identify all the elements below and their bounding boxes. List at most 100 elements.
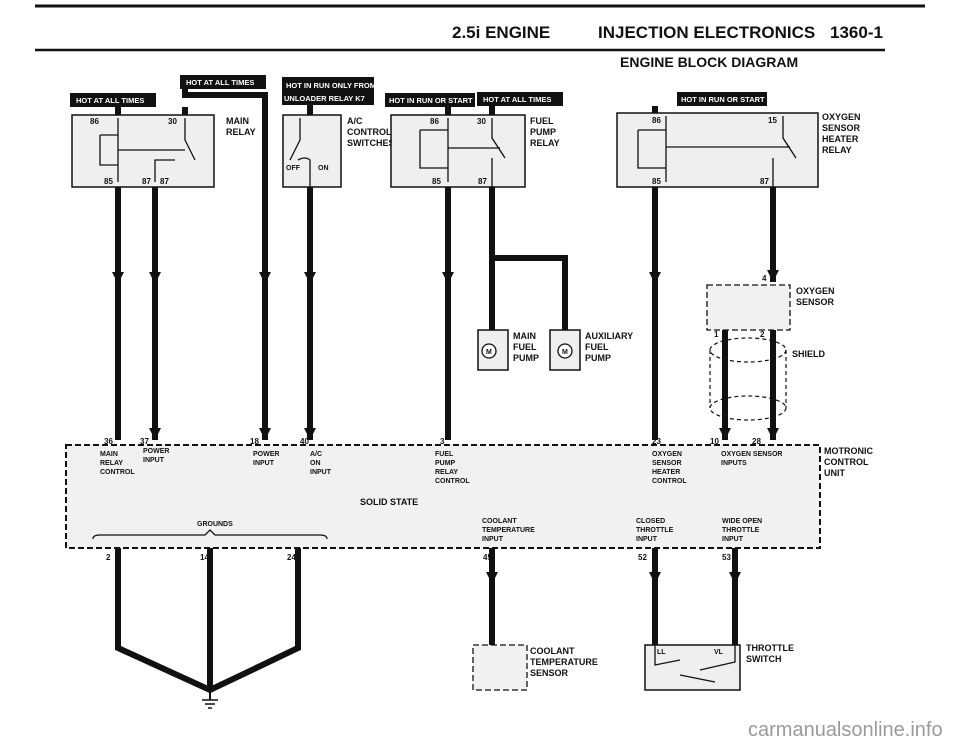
- svg-text:OFF: OFF: [286, 165, 301, 172]
- svg-text:86: 86: [430, 117, 439, 126]
- oxygen-sensor: 4 1 2: [706, 274, 791, 339]
- svg-text:INPUT: INPUT: [310, 469, 332, 476]
- o2-relay-label-1: OXYGEN: [822, 112, 861, 122]
- aux-pump-label-3: PUMP: [585, 353, 611, 363]
- ecu-pins-bottom: 2 14 24 45 COOLANT TEMPERATURE INPUT 52 …: [106, 518, 762, 562]
- svg-text:OXYGEN SENSOR: OXYGEN SENSOR: [721, 451, 782, 458]
- svg-text:HOT AT ALL TIMES: HOT AT ALL TIMES: [483, 95, 551, 104]
- oxygen-sensor-heater-relay: 86 15 85 87: [616, 112, 819, 188]
- svg-text:TEMPERATURE: TEMPERATURE: [482, 527, 535, 534]
- o2-relay-label-4: RELAY: [822, 145, 852, 155]
- svg-text:87: 87: [142, 177, 151, 186]
- svg-text:28: 28: [752, 437, 761, 446]
- svg-text:FUEL: FUEL: [435, 451, 454, 458]
- svg-text:ON: ON: [318, 165, 329, 172]
- ecu-label-1: MOTRONIC: [824, 446, 873, 456]
- svg-text:53: 53: [722, 553, 731, 562]
- svg-text:87: 87: [760, 177, 769, 186]
- ac-label-1: A/C: [347, 116, 363, 126]
- coolant-label-2: TEMPERATURE: [530, 657, 598, 667]
- svg-text:24: 24: [287, 553, 296, 562]
- ac-label-3: SWITCHES: [347, 138, 395, 148]
- throttle-label-1: THROTTLE: [746, 643, 794, 653]
- svg-text:4: 4: [762, 274, 767, 283]
- wires-lower: [115, 548, 738, 700]
- svg-text:THROTTLE: THROTTLE: [636, 527, 674, 534]
- svg-text:HOT AT ALL TIMES: HOT AT ALL TIMES: [186, 78, 254, 87]
- main-relay-label-2: RELAY: [226, 127, 256, 137]
- svg-text:PUMP: PUMP: [435, 460, 456, 467]
- hot-label-ac: HOT IN RUN ONLY FROM UNLOADER RELAY K7: [282, 77, 376, 105]
- svg-text:HOT AT ALL TIMES: HOT AT ALL TIMES: [76, 96, 144, 105]
- coolant-label-1: COOLANT: [530, 646, 575, 656]
- svg-text:23: 23: [652, 437, 661, 446]
- arrow-heads: [112, 270, 779, 440]
- svg-text:86: 86: [652, 116, 661, 125]
- svg-text:RELAY: RELAY: [100, 460, 123, 467]
- svg-text:UNLOADER RELAY K7: UNLOADER RELAY K7: [284, 94, 365, 103]
- svg-text:87: 87: [478, 177, 487, 186]
- ground-icon: [202, 699, 218, 709]
- main-fuel-pump: M: [477, 329, 509, 371]
- svg-text:CONTROL: CONTROL: [435, 478, 470, 485]
- main-pump-label-3: PUMP: [513, 353, 539, 363]
- solid-state-label: SOLID STATE: [360, 497, 418, 507]
- throttle-label-2: SWITCH: [746, 654, 782, 664]
- motronic-control-unit: [65, 444, 821, 549]
- hot-label-main-relay-30: HOT AT ALL TIMES: [180, 75, 266, 89]
- svg-text:3: 3: [440, 437, 445, 446]
- svg-text:36: 36: [104, 437, 113, 446]
- svg-text:HOT IN RUN OR START: HOT IN RUN OR START: [681, 95, 765, 104]
- hot-label-fuel-relay-30: HOT AT ALL TIMES: [477, 92, 563, 106]
- header-page: 1360-1: [830, 23, 883, 42]
- svg-text:MAIN: MAIN: [100, 451, 118, 458]
- fuel-pump-relay: 86 30 85 87: [390, 114, 526, 188]
- watermark: carmanualsonline.info: [748, 719, 943, 741]
- svg-text:M: M: [562, 349, 568, 356]
- fuel-relay-label-3: RELAY: [530, 138, 560, 148]
- auxiliary-fuel-pump: M: [549, 329, 581, 371]
- main-relay-label: MAIN: [226, 116, 249, 126]
- svg-text:2: 2: [760, 330, 765, 339]
- shield-label: SHIELD: [792, 349, 826, 359]
- svg-text:14: 14: [200, 553, 209, 562]
- svg-text:30: 30: [477, 117, 486, 126]
- aux-pump-label-1: AUXILIARY: [585, 331, 633, 341]
- svg-text:18: 18: [250, 437, 259, 446]
- svg-text:A/C: A/C: [310, 451, 322, 458]
- hot-label-main-relay-coil: HOT AT ALL TIMES: [70, 93, 156, 107]
- svg-text:INPUTS: INPUTS: [721, 460, 747, 467]
- coolant-label-3: SENSOR: [530, 668, 569, 678]
- aux-pump-label-2: FUEL: [585, 342, 609, 352]
- throttle-switch: LL VL: [644, 644, 741, 691]
- svg-text:HOT IN RUN ONLY FROM: HOT IN RUN ONLY FROM: [286, 81, 376, 90]
- fuel-relay-label-2: PUMP: [530, 127, 556, 137]
- svg-text:87: 87: [160, 177, 169, 186]
- svg-text:INPUT: INPUT: [722, 536, 744, 543]
- svg-text:RELAY: RELAY: [435, 469, 458, 476]
- lower-arrows: [486, 572, 741, 584]
- svg-text:CONTROL: CONTROL: [652, 478, 687, 485]
- svg-text:LL: LL: [657, 649, 666, 656]
- svg-text:OXYGEN: OXYGEN: [652, 451, 682, 458]
- svg-text:VL: VL: [714, 649, 724, 656]
- svg-text:30: 30: [168, 117, 177, 126]
- svg-text:15: 15: [768, 116, 777, 125]
- svg-text:M: M: [486, 349, 492, 356]
- svg-text:CLOSED: CLOSED: [636, 518, 665, 525]
- coolant-temperature-sensor: [472, 644, 528, 691]
- svg-text:2: 2: [106, 553, 111, 562]
- main-relay: 86 30 85 87 87: [71, 114, 215, 188]
- main-pump-label-2: FUEL: [513, 342, 537, 352]
- ecu-label-2: CONTROL: [824, 457, 869, 467]
- svg-text:40: 40: [300, 437, 309, 446]
- hot-label-o2-relay: HOT IN RUN OR START: [677, 92, 767, 106]
- ecu-pins-top: 36 MAIN RELAY CONTROL 37 POWER INPUT 18 …: [100, 437, 782, 485]
- oxygen-sensor-label-1: OXYGEN: [796, 286, 835, 296]
- svg-text:CONTROL: CONTROL: [100, 469, 135, 476]
- grounds-brace: [92, 529, 328, 540]
- svg-text:ON: ON: [310, 460, 321, 467]
- svg-text:HEATER: HEATER: [652, 469, 680, 476]
- svg-text:85: 85: [652, 177, 661, 186]
